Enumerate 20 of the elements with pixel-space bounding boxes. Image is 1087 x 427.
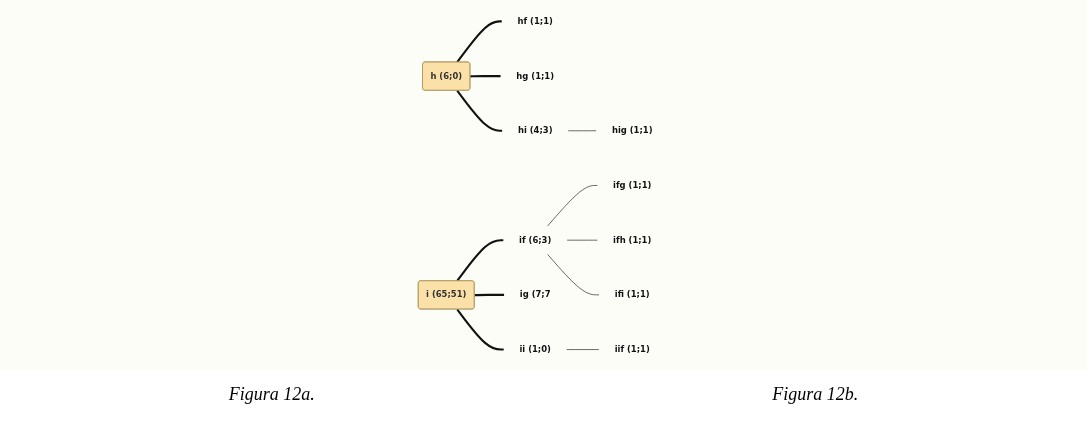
node-text: hg (1;1) (516, 70, 555, 81)
connector (456, 308, 504, 351)
node-text: ifh (1;1) (613, 234, 652, 245)
figure-caption: Figura 12b. (772, 384, 859, 405)
connector (547, 184, 598, 226)
connector (474, 293, 505, 296)
node-text: hi (4;3) (518, 125, 553, 136)
connector (470, 74, 501, 77)
node-text: hig (1;1) (612, 125, 653, 136)
node-text: ig (7;7 (520, 289, 551, 300)
connector (456, 238, 504, 282)
figure-caption: Figura 12a. (228, 384, 315, 405)
node-text: iif (1;1) (614, 343, 651, 354)
node-text: ii (1;0) (519, 343, 552, 354)
connector (456, 89, 503, 132)
node-text: hf (1;1) (517, 15, 554, 26)
connector (456, 19, 502, 63)
node-text: ifg (1;1) (613, 179, 652, 190)
node-text: ifi (1;1) (615, 289, 650, 300)
node-text: if (6;3) (519, 234, 552, 245)
